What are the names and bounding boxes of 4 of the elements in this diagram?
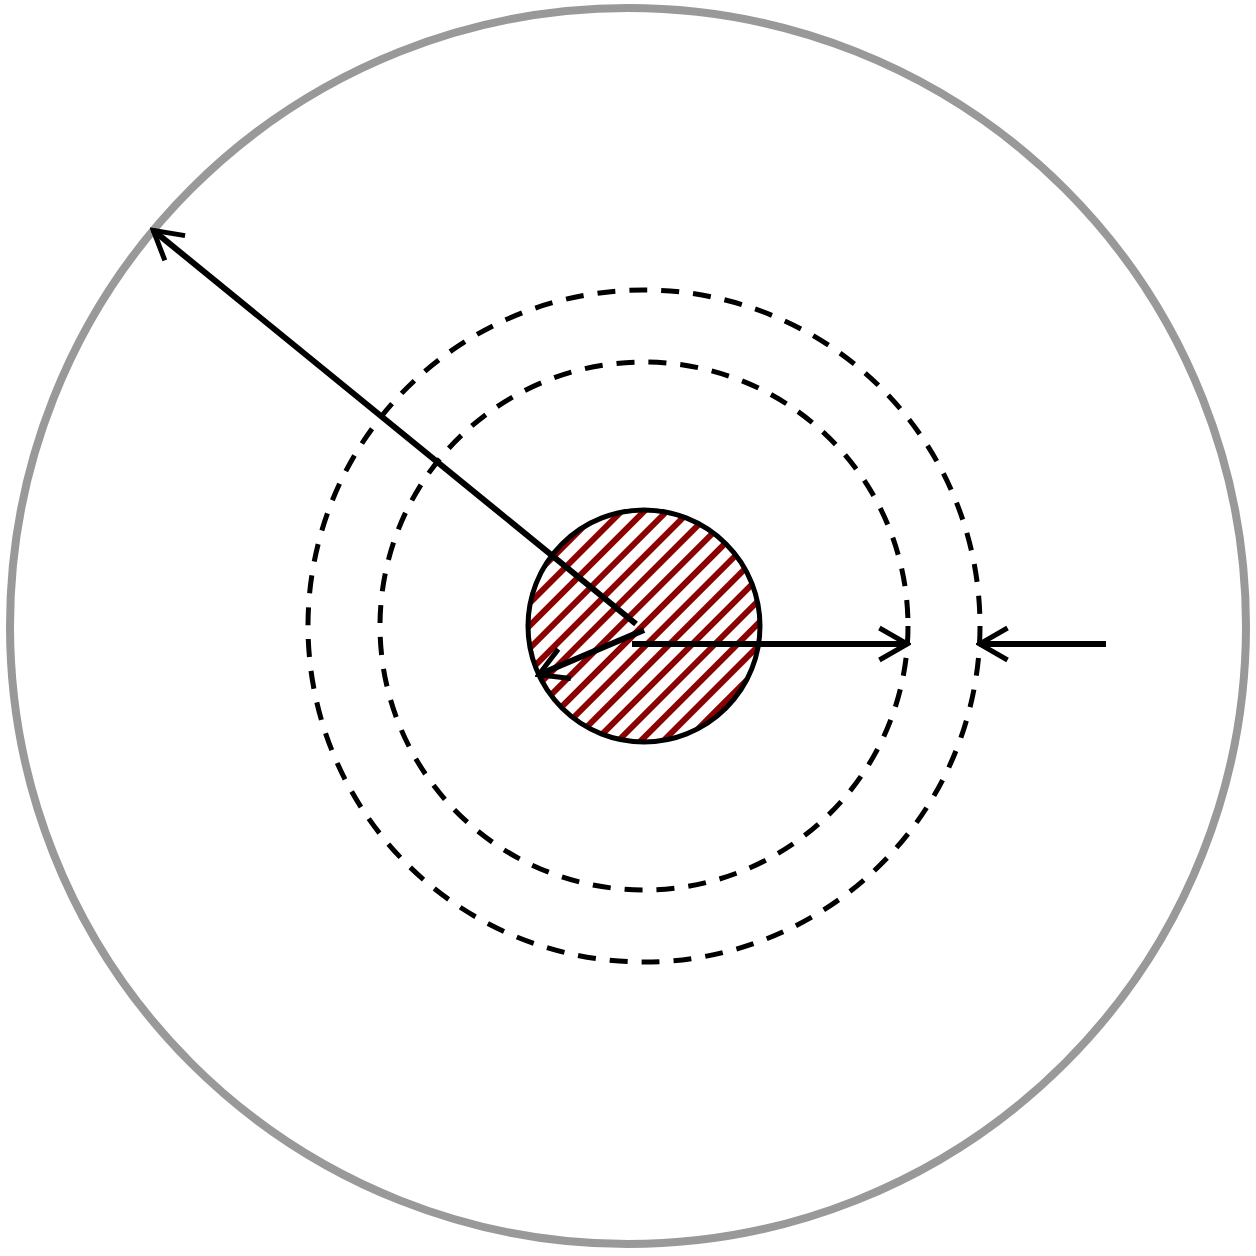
arrow xyxy=(632,625,910,663)
arrow xyxy=(977,625,1106,663)
arrow xyxy=(150,227,638,627)
arrow xyxy=(536,627,646,682)
